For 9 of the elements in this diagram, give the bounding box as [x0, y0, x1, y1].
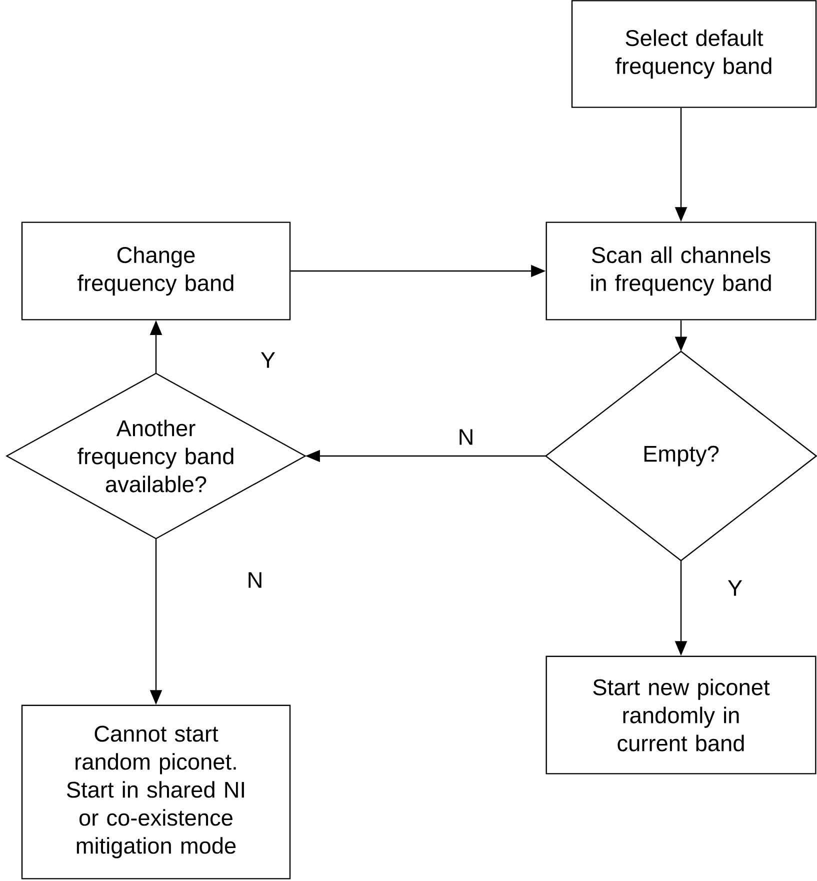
- process-box: Change frequency band: [21, 222, 291, 320]
- edge-label: Y: [728, 580, 742, 596]
- process-box: Select default frequency band: [571, 0, 817, 108]
- process-box: Cannot start random piconet. Start in shared NI or co-existence mitigation mode: [21, 704, 291, 880]
- process-box: Start new piconet randomly in current band: [546, 656, 816, 774]
- edge-label: N: [460, 429, 472, 445]
- process-box: Scan all channels in frequency band: [546, 222, 816, 320]
- edge-label: Y: [260, 352, 276, 368]
- edge-label: N: [248, 572, 262, 588]
